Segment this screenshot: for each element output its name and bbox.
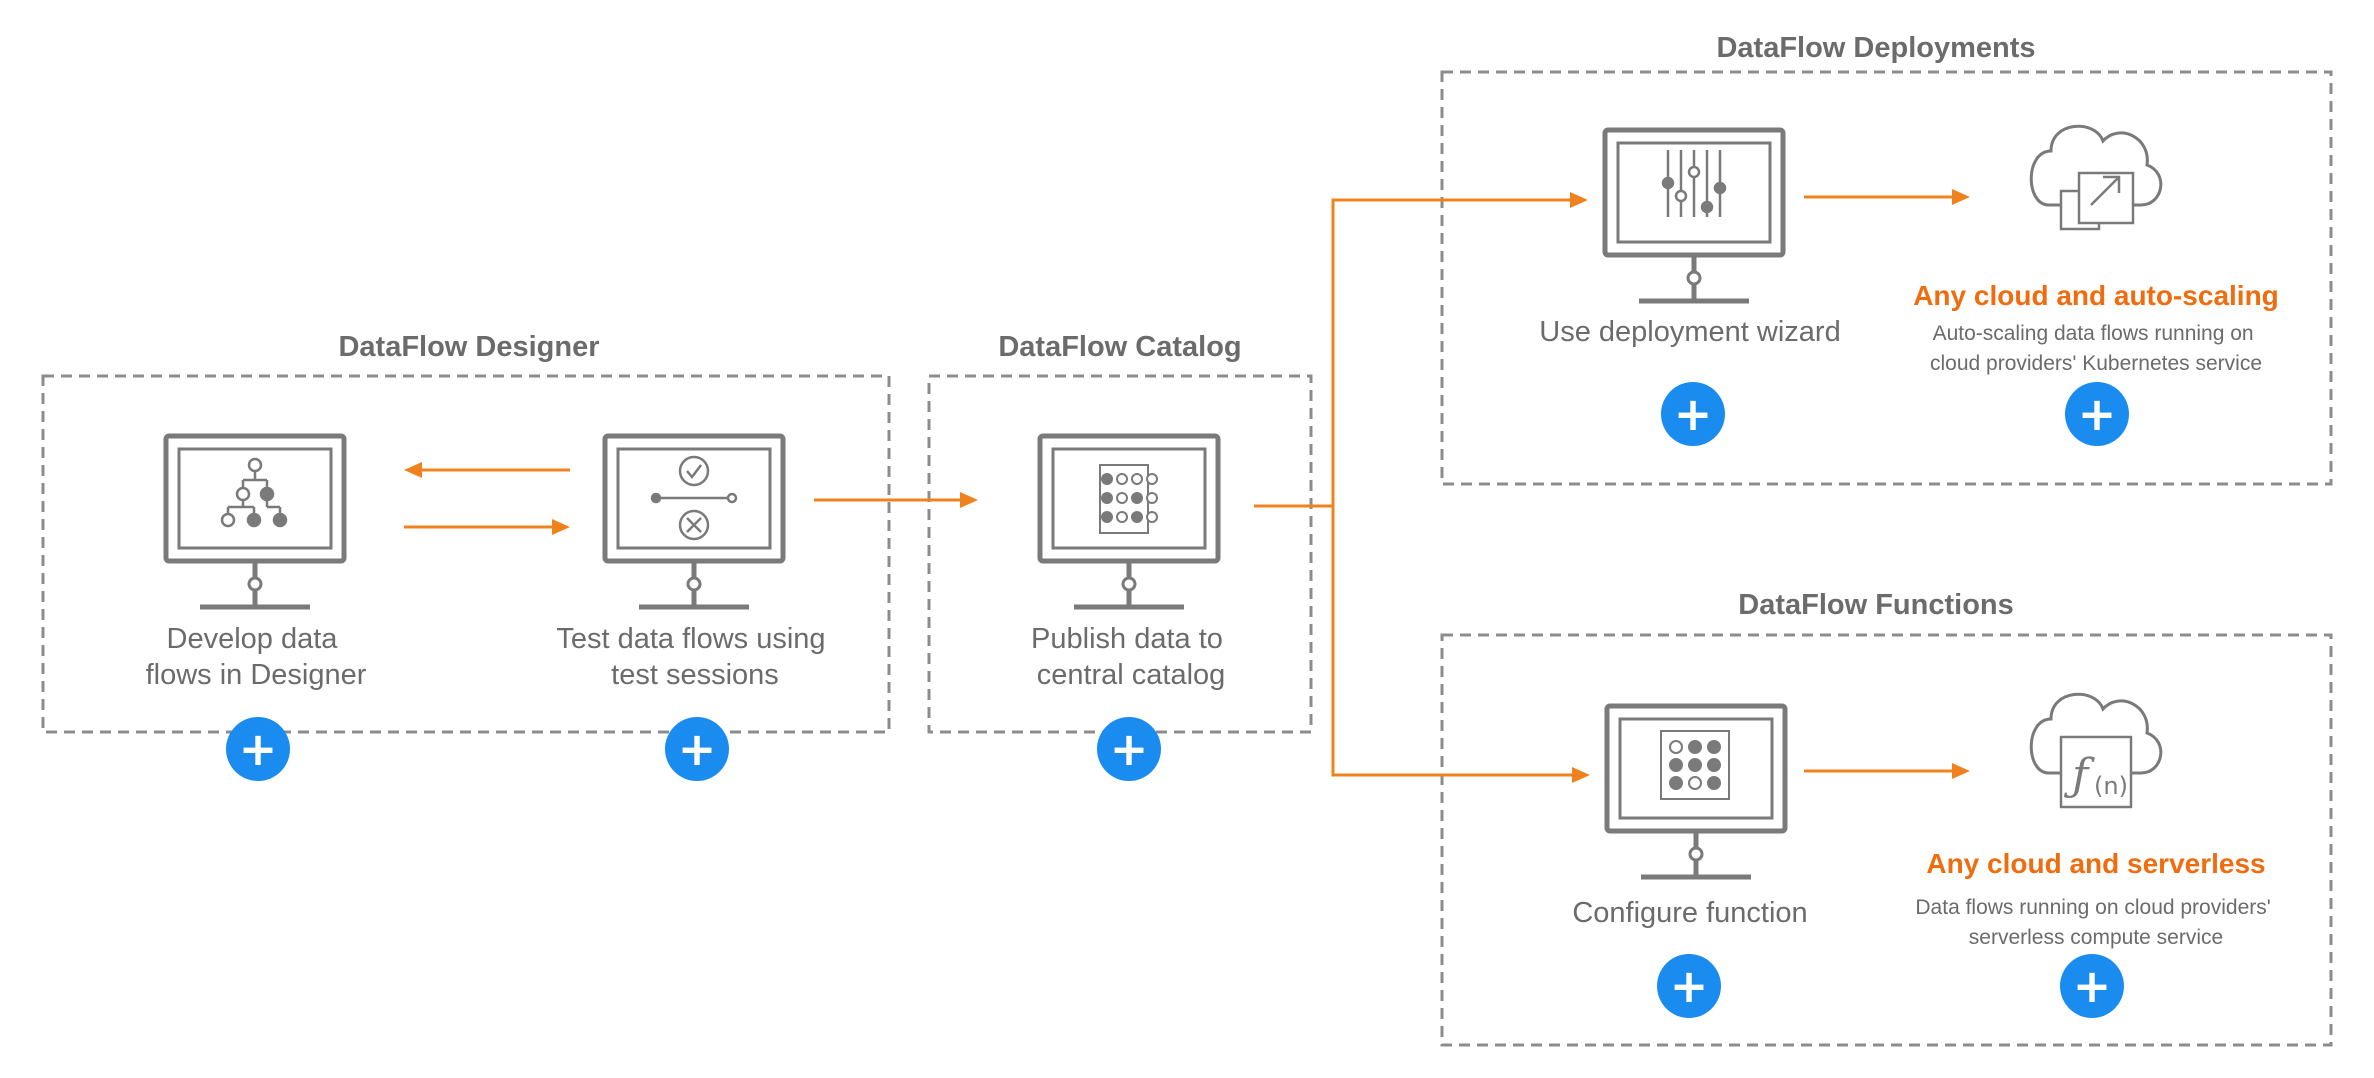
develop-step-label: Develop data flows in Designer <box>146 623 367 691</box>
plus-icon <box>665 717 729 781</box>
designer-section-box <box>41 374 891 734</box>
functions-section-box <box>1440 633 2333 1047</box>
deployment-step-label: Use deployment wizard <box>1539 316 1840 348</box>
flow-arrows <box>404 189 1970 783</box>
deployments-section-title: DataFlow Deployments <box>1716 32 2035 64</box>
test-monitor-icon <box>605 436 783 607</box>
svg-text:(n): (n) <box>2094 772 2128 800</box>
svg-text:+: + <box>239 722 278 776</box>
configure-plus-button[interactable]: + <box>1657 954 1721 1018</box>
test-plus-button[interactable]: + <box>665 717 729 781</box>
catalog-monitor-icon <box>1040 436 1218 607</box>
test-step-label: Test data flows using test sessions <box>556 623 833 691</box>
autoscaling-description: Auto-scaling data flows running on cloud… <box>1930 322 2262 375</box>
develop-plus-button[interactable]: + <box>226 717 290 781</box>
functions-section-title: DataFlow Functions <box>1738 589 2014 621</box>
function-monitor-icon <box>1607 706 1785 877</box>
plus-icon <box>2060 954 2124 1018</box>
plus-icon <box>1097 717 1161 781</box>
plus-icon <box>1657 954 1721 1018</box>
develop-monitor-icon <box>166 436 344 607</box>
svg-text:+: + <box>1674 387 1713 441</box>
deployment-monitor-icon <box>1605 130 1783 301</box>
autoscaling-title: Any cloud and auto-scaling <box>1913 280 2279 311</box>
serverless-plus-button[interactable]: + <box>2060 954 2124 1018</box>
svg-text:+: + <box>2078 387 2117 441</box>
plus-icon <box>2065 382 2129 446</box>
plus-icon <box>1661 382 1725 446</box>
deployments-section-box <box>1440 70 2333 486</box>
serverless-description: Data flows running on cloud providers' s… <box>1915 896 2276 949</box>
svg-text:+: + <box>2073 959 2112 1013</box>
autoscaling-cloud-icon <box>2029 124 2163 231</box>
flow-catalog-to-functions <box>1331 506 1574 777</box>
serverless-title: Any cloud and serverless <box>1926 848 2265 879</box>
deployment-plus-button[interactable]: + <box>1661 382 1725 446</box>
configure-step-label: Configure function <box>1572 897 1807 929</box>
svg-text:+: + <box>1110 722 1149 776</box>
svg-text:+: + <box>678 722 717 776</box>
flow-catalog-to-deployments <box>1254 198 1572 508</box>
autoscaling-plus-button[interactable]: + <box>2065 382 2129 446</box>
catalog-section-title: DataFlow Catalog <box>998 331 1241 363</box>
serverless-cloud-icon: ƒ (n) <box>2029 692 2163 809</box>
plus-icon <box>226 717 290 781</box>
svg-text:+: + <box>1670 959 1709 1013</box>
publish-step-label: Publish data to central catalog <box>1031 623 1231 691</box>
designer-section-title: DataFlow Designer <box>338 331 599 363</box>
publish-plus-button[interactable]: + <box>1097 717 1161 781</box>
